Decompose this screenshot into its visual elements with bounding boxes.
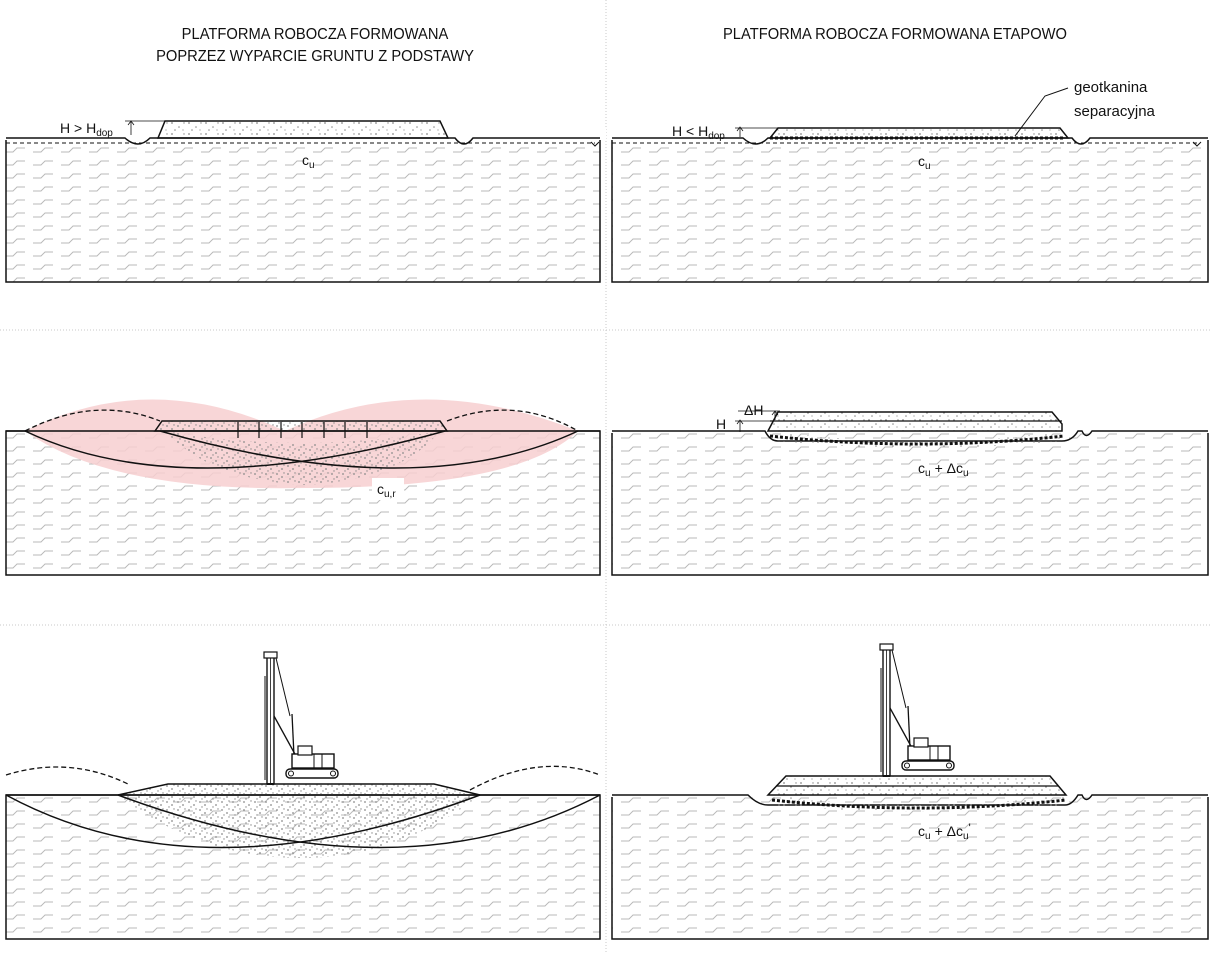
soil-block <box>611 137 1209 283</box>
slip-surface-left <box>24 430 446 469</box>
right-title-line-1: PLATFORMA ROBOCZA FORMOWANA ETAPOWO <box>722 26 1068 43</box>
heave-curve-right <box>469 765 601 791</box>
increased-strength-label: cu+ Δcu' <box>918 821 971 842</box>
soil-strength-label: cu <box>302 152 315 171</box>
remoulded-strength-label: cu,r <box>377 481 396 500</box>
settled-fill-zone <box>165 431 440 485</box>
working-platform <box>153 420 449 432</box>
geotextile-label-line-2: separacyjna <box>1074 103 1156 120</box>
slip-surface-right <box>159 430 579 469</box>
crack-marks <box>237 422 368 438</box>
heave-curve-left <box>24 409 161 432</box>
left-column-title: PLATFORMA ROBOCZA FORMOWANA POPRZEZ WYPA… <box>108 24 522 68</box>
height-label: H > Hdop <box>60 120 113 139</box>
right-column-title: PLATFORMA ROBOCZA FORMOWANA ETAPOWO <box>679 24 1111 46</box>
panel-left-1: H > Hdop cu <box>0 120 606 283</box>
panel-left-2: cu,r <box>5 399 601 576</box>
geotextile-layer <box>769 434 1065 446</box>
soil-strength-label: cu <box>918 153 931 172</box>
geotextile-layer <box>771 798 1067 810</box>
settled-platform-base <box>776 431 1062 448</box>
working-platform <box>117 783 481 796</box>
displaced-fill-zone <box>118 784 480 858</box>
increased-strength-label: cu+ Δcu <box>918 460 969 479</box>
geotextile-label: geotkanina <box>1074 79 1148 96</box>
panel-right-3: cu+ Δcu' <box>608 643 1212 940</box>
heave-curve-right <box>446 409 579 432</box>
geotextile-leader-line <box>1014 87 1069 137</box>
panel-right-1: H < Hdop cu geotkanina separacyjna <box>608 79 1212 283</box>
height-label: H <box>716 416 726 432</box>
panel-right-2: ΔH H cu+ Δcu <box>608 402 1212 576</box>
increment-height-label: ΔH <box>744 402 763 418</box>
settled-platform-base <box>772 795 1064 812</box>
soil-block <box>611 794 1209 940</box>
left-title-line-2: POPRZEZ WYPARCIE GRUNTU Z PODSTAWY <box>156 48 474 65</box>
heave-curve-left <box>5 766 131 786</box>
working-platform <box>156 120 450 139</box>
panel-left-3 <box>5 651 601 940</box>
slip-surface-left <box>5 794 481 849</box>
height-label: H < Hdop <box>672 123 725 142</box>
left-title-line-1: PLATFORMA ROBOCZA FORMOWANA <box>181 26 449 43</box>
piling-rig <box>263 651 339 785</box>
piling-rig <box>879 643 955 777</box>
working-platform <box>768 127 1070 139</box>
soil-block <box>611 430 1209 576</box>
slip-surface-right <box>117 794 601 849</box>
